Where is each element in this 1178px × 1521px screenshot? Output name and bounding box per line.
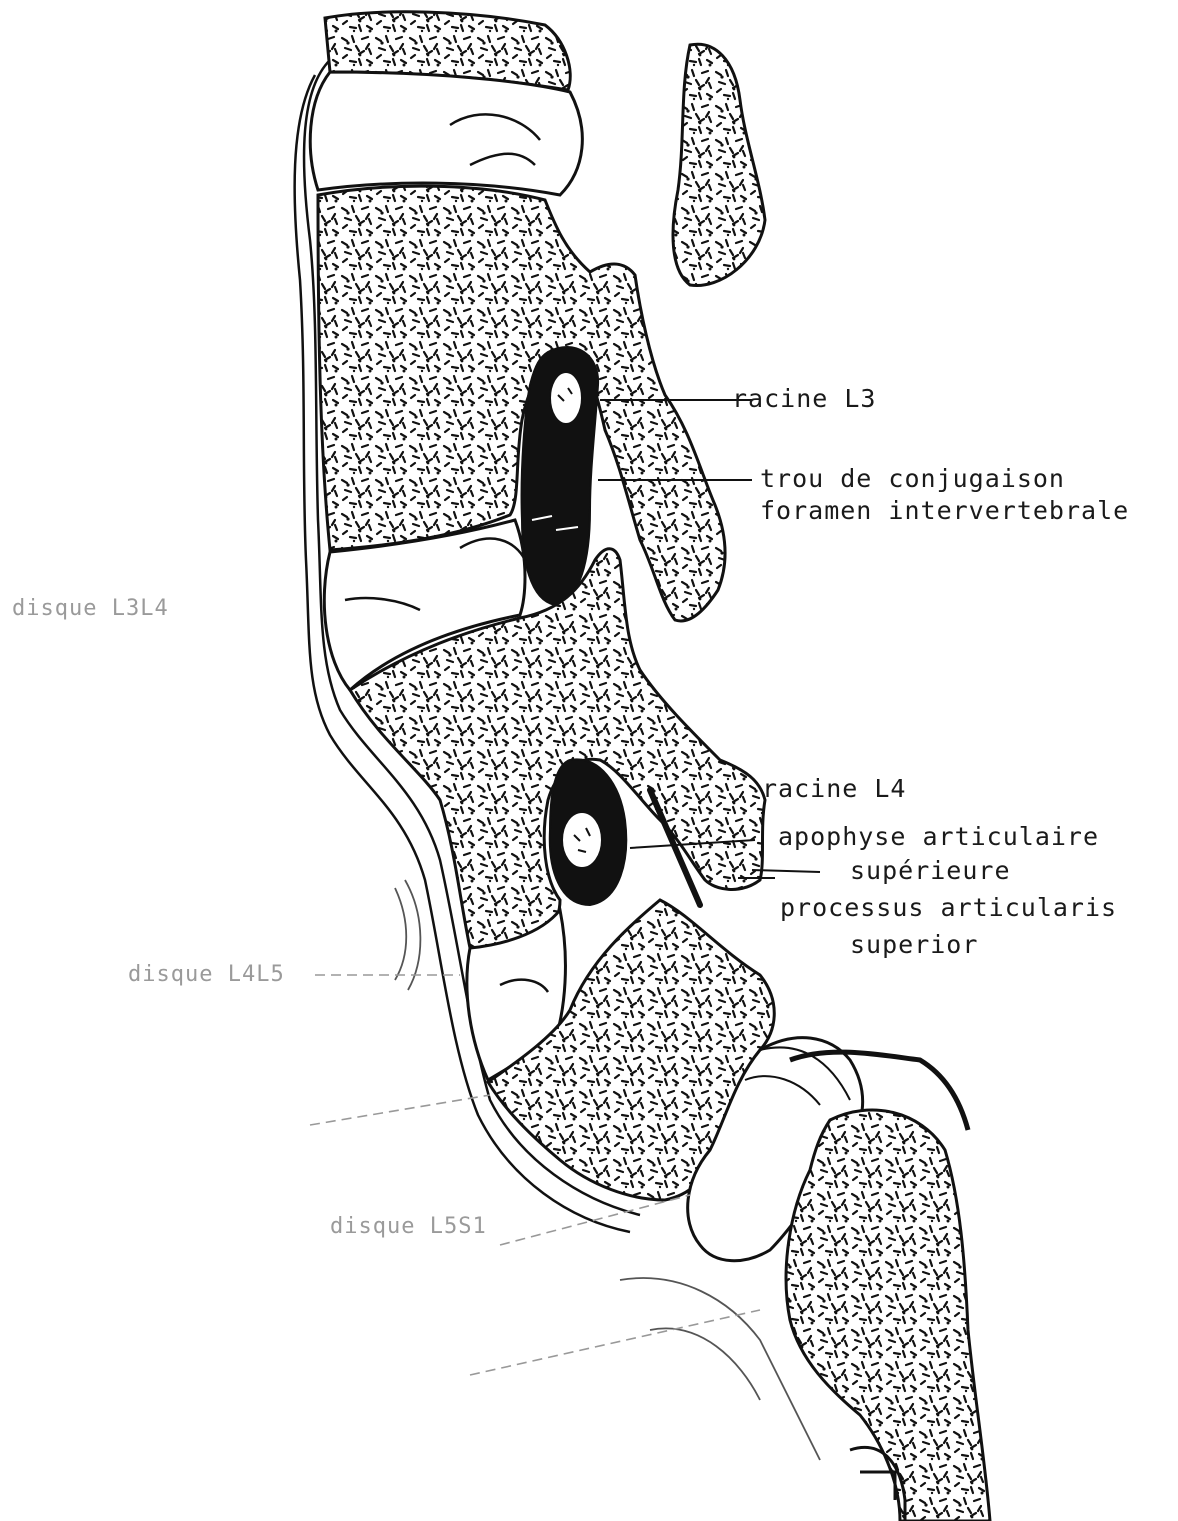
disc-upper	[310, 72, 582, 195]
label-disque-upper: disque L3L4	[12, 594, 169, 624]
label-apophyse-articulaire: apophyse articulaire	[778, 822, 1099, 852]
nerve-root-l4	[562, 812, 602, 868]
label-racine-l4: racine L4	[762, 774, 906, 804]
label-processus-articularis: processus articularis	[780, 893, 1117, 923]
label-disque-low: disque L5S1	[330, 1212, 487, 1242]
label-foramen-intervertebrale: foramen intervertebrale	[760, 496, 1129, 526]
label-racine-l3: racine L3	[732, 384, 876, 414]
label-superior: superior	[850, 930, 978, 960]
label-superieure: supérieure	[850, 856, 1011, 886]
nerve-root-l3	[550, 372, 582, 424]
spinous-process-fragment	[673, 44, 765, 285]
label-disque-mid: disque L4L5	[128, 960, 285, 990]
label-trou-de-conjugaison: trou de conjugaison	[760, 464, 1065, 494]
